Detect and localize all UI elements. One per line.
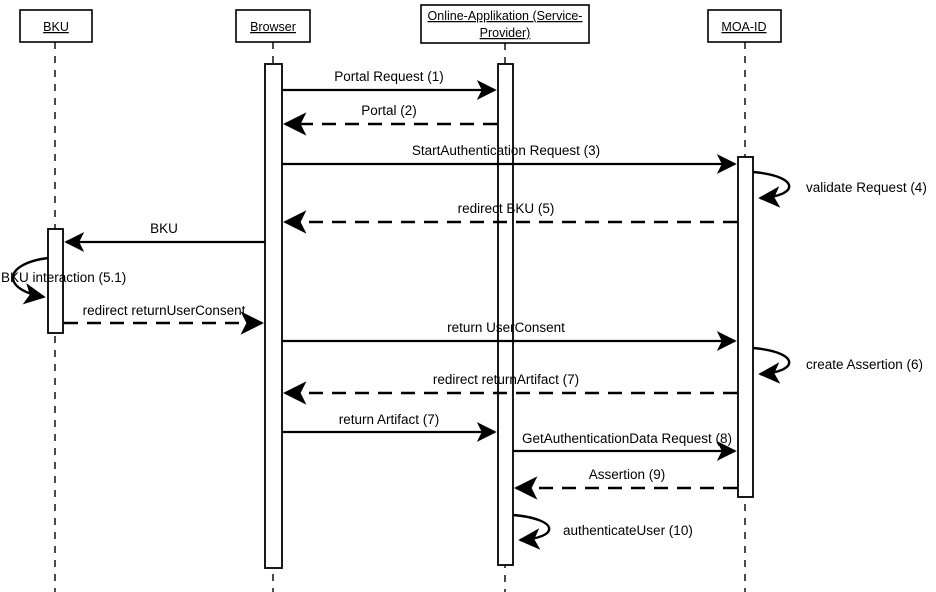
message-label-redirect-bku: redirect BKU (5)	[458, 201, 555, 216]
message-return-userconsent[interactable]: return UserConsent	[282, 320, 737, 351]
participant-box-moaid[interactable]	[707, 9, 782, 43]
message-validate-request[interactable]: validate Request (4)	[752, 170, 927, 208]
message-label-bku: BKU	[150, 221, 178, 236]
activation-bars-group	[47, 63, 754, 569]
message-bku-interaction[interactable]: BKU interaction (5.1)	[1, 256, 126, 305]
participant-header-moaid[interactable]: MOA-ID	[707, 9, 782, 43]
message-label-return-artifact: return Artifact (7)	[339, 412, 440, 427]
activation-bar-browser	[264, 63, 283, 569]
message-startauthentication-request[interactable]: StartAuthentication Request (3)	[282, 143, 737, 174]
participant-label-moaid: MOA-ID	[721, 20, 766, 34]
participant-label-browser: Browser	[250, 20, 296, 34]
participant-label-oa-line2: Provider)	[480, 26, 531, 40]
participant-box-oa[interactable]	[420, 4, 590, 44]
participant-label-bku: BKU	[43, 20, 69, 34]
message-label-portal-request: Portal Request (1)	[334, 69, 444, 84]
activation-bar-moaid	[737, 156, 754, 498]
participant-box-bku[interactable]	[19, 9, 93, 43]
message-redirect-returnartifact[interactable]: redirect returnArtifact (7)	[283, 372, 737, 405]
message-bku[interactable]: BKU	[64, 221, 265, 252]
message-redirect-bku[interactable]: redirect BKU (5)	[283, 201, 737, 234]
participant-box-browser[interactable]	[235, 9, 311, 43]
message-portal-response[interactable]: Portal (2)	[283, 103, 497, 136]
message-redirect-returnuserconsent[interactable]: redirect returnUserConsent	[64, 303, 264, 335]
message-arrow-create-assertion	[752, 346, 791, 384]
message-label-assertion: Assertion (9)	[589, 467, 666, 482]
message-label-bku-interaction: BKU interaction (5.1)	[1, 270, 126, 285]
message-create-assertion[interactable]: create Assertion (6)	[752, 346, 923, 384]
message-label-portal-response: Portal (2)	[361, 103, 417, 118]
participant-header-bku[interactable]: BKU	[19, 9, 93, 43]
activation-bar-oa	[497, 63, 514, 566]
message-return-artifact[interactable]: return Artifact (7)	[282, 412, 497, 442]
participant-header-browser[interactable]: Browser	[235, 9, 311, 43]
message-label-create-assertion: create Assertion (6)	[806, 357, 923, 372]
message-portal-request[interactable]: Portal Request (1)	[282, 69, 497, 100]
message-label-return-userconsent: return UserConsent	[447, 320, 565, 335]
message-label-authenticateuser: authenticateUser (10)	[563, 523, 693, 538]
message-arrow-bku-interaction	[11, 256, 49, 305]
message-label-getauthenticationdata-request: GetAuthenticationData Request (8)	[522, 431, 732, 446]
participant-header-oa[interactable]: Online-Applikation (Service- Provider)	[420, 4, 590, 44]
message-arrow-authenticateuser	[512, 513, 551, 550]
message-label-redirect-returnuserconsent: redirect returnUserConsent	[83, 303, 246, 318]
participant-label-oa-line1: Online-Applikation (Service-	[428, 9, 583, 23]
message-arrow-validate-request	[752, 170, 791, 208]
message-assertion[interactable]: Assertion (9)	[514, 467, 737, 500]
message-label-startauthentication-request: StartAuthentication Request (3)	[412, 143, 600, 158]
message-getauthenticationdata-request[interactable]: GetAuthenticationData Request (8)	[513, 431, 737, 461]
message-label-validate-request: validate Request (4)	[806, 180, 927, 195]
message-authenticateuser[interactable]: authenticateUser (10)	[512, 513, 693, 550]
message-label-redirect-returnartifact: redirect returnArtifact (7)	[433, 372, 579, 387]
activation-bar-bku	[47, 228, 64, 334]
